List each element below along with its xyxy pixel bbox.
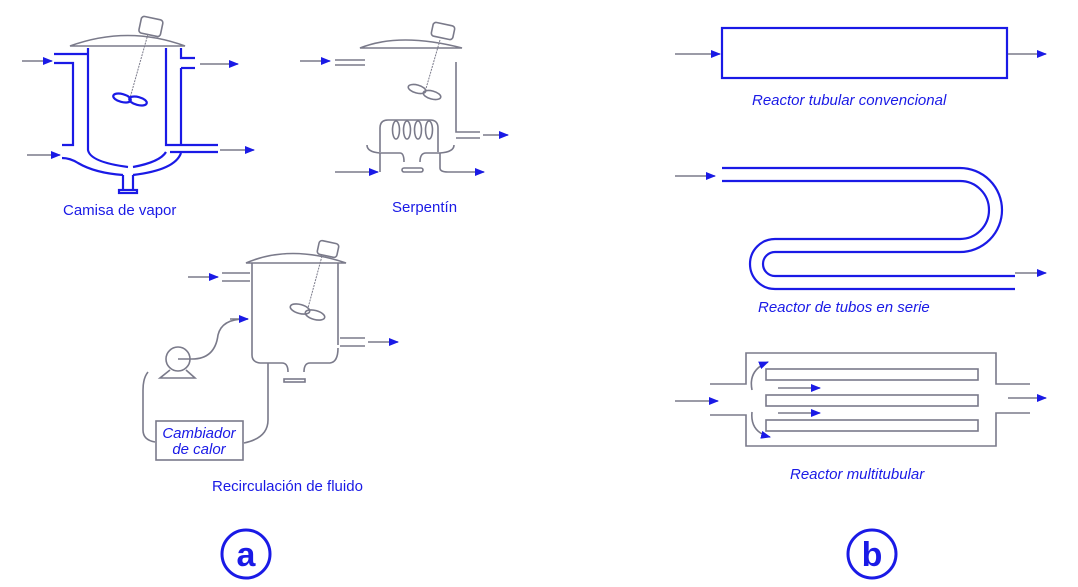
recirculation-vessel: Cambiador de calor Recirculación de flui… bbox=[142, 239, 399, 495]
jacketed-vessel: Camisa de vapor bbox=[22, 15, 255, 219]
panel-a-badge: a bbox=[220, 528, 272, 580]
tubular-reactor: Reactor tubular convencional bbox=[675, 26, 1047, 109]
jacket-label: Camisa de vapor bbox=[63, 202, 176, 219]
coil-vessel: Serpentín bbox=[300, 21, 509, 216]
series-label: Reactor de tubos en serie bbox=[758, 299, 930, 316]
heat-exchanger-line1: Cambiador bbox=[162, 425, 236, 442]
motor-icon bbox=[316, 239, 340, 259]
motor-icon bbox=[138, 15, 164, 38]
panel-b-badge: b bbox=[846, 528, 898, 580]
panel-b-letter: b bbox=[862, 536, 883, 574]
multitubular-label: Reactor multitubular bbox=[790, 466, 925, 483]
agitator-icon bbox=[289, 303, 311, 315]
coil-label: Serpentín bbox=[392, 199, 457, 216]
series-tube-reactor: Reactor de tubos en serie bbox=[675, 166, 1047, 316]
recirculation-label: Recirculación de fluido bbox=[212, 478, 363, 495]
motor-icon bbox=[430, 21, 456, 41]
panel-a-letter: a bbox=[237, 536, 257, 574]
multitubular-reactor: Reactor multitubular bbox=[675, 352, 1047, 483]
tubular-label: Reactor tubular convencional bbox=[752, 92, 947, 109]
heat-exchanger-box bbox=[155, 420, 244, 461]
heat-exchanger-line2: de calor bbox=[172, 441, 226, 458]
